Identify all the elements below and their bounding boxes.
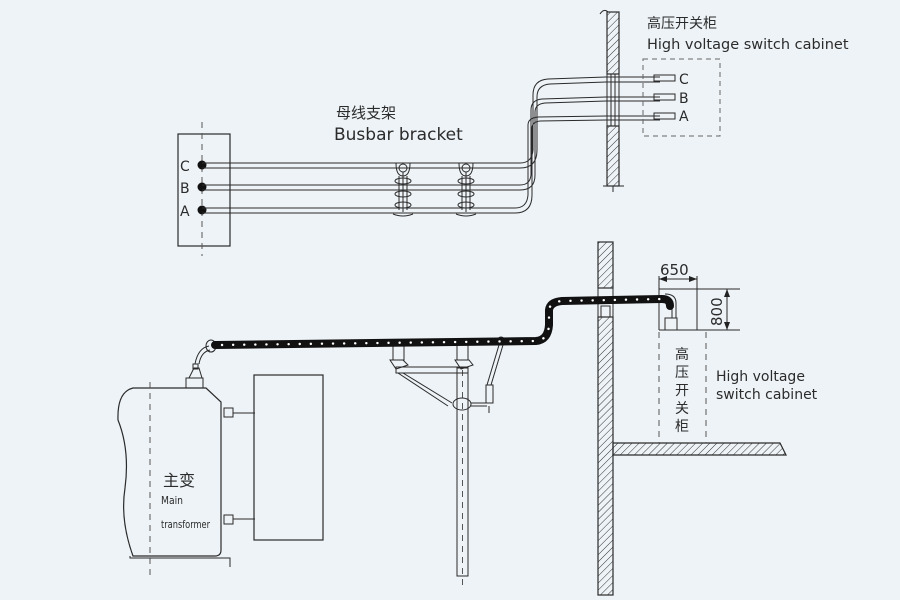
main-transformer [117, 339, 324, 576]
transformer-label-cn: 主变 [163, 471, 195, 490]
cabinet-terminal-c [653, 74, 676, 82]
bottom-section: 650 800 高 压 开 关 柜 High voltage switch ca… [117, 241, 818, 596]
wall-top [599, 9, 624, 192]
phase-c-label-left: C [180, 159, 190, 175]
busbar-bracket-2 [455, 162, 477, 217]
phase-b-label-left: B [180, 181, 190, 197]
phase-c-label-right: C [679, 72, 689, 88]
cabinet-terminal-a [653, 112, 676, 120]
cabinet-label-en-top: High voltage switch cabinet [647, 37, 849, 53]
cabinet-char-4: 关 [675, 401, 689, 417]
cabinet-label-cn-top: 高压开关柜 [647, 15, 717, 32]
dimension-height-label: 800 [708, 297, 726, 326]
busbar-phase-b [202, 96, 660, 191]
busbar-phase-c [202, 76, 660, 169]
cabinet-char-3: 开 [675, 383, 689, 399]
wall-bottom [597, 241, 787, 596]
switch-cabinet-outline [642, 58, 721, 137]
cabinet-label-cn-vertical: 高 压 开 关 柜 [675, 346, 689, 435]
busbar-bracket-1 [392, 162, 414, 217]
cabinet-label-en-line1: High voltage [716, 369, 805, 385]
phase-b-label-right: B [679, 91, 689, 107]
transformer-label-en-line2: transformer [161, 518, 210, 531]
phase-a-label-left: A [180, 204, 190, 220]
support-pole [389, 336, 506, 590]
busbar-bracket-label-en: Busbar bracket [334, 125, 463, 145]
cabinet-char-1: 高 [675, 346, 689, 363]
cabinet-char-2: 压 [675, 365, 689, 381]
dimension-width-label: 650 [660, 261, 689, 279]
main-busbar [211, 295, 674, 349]
top-section: C B A [177, 9, 849, 256]
cabinet-terminal-b [653, 93, 676, 101]
transformer-label-en-line1: Main [161, 494, 183, 507]
phase-a-label-right: A [679, 109, 689, 125]
cabinet-char-5: 柜 [675, 419, 689, 435]
cabinet-label-en-line2: switch cabinet [716, 387, 818, 403]
busbar-bracket-label-cn: 母线支架 [336, 104, 396, 122]
busbar-phase-a [202, 115, 660, 214]
